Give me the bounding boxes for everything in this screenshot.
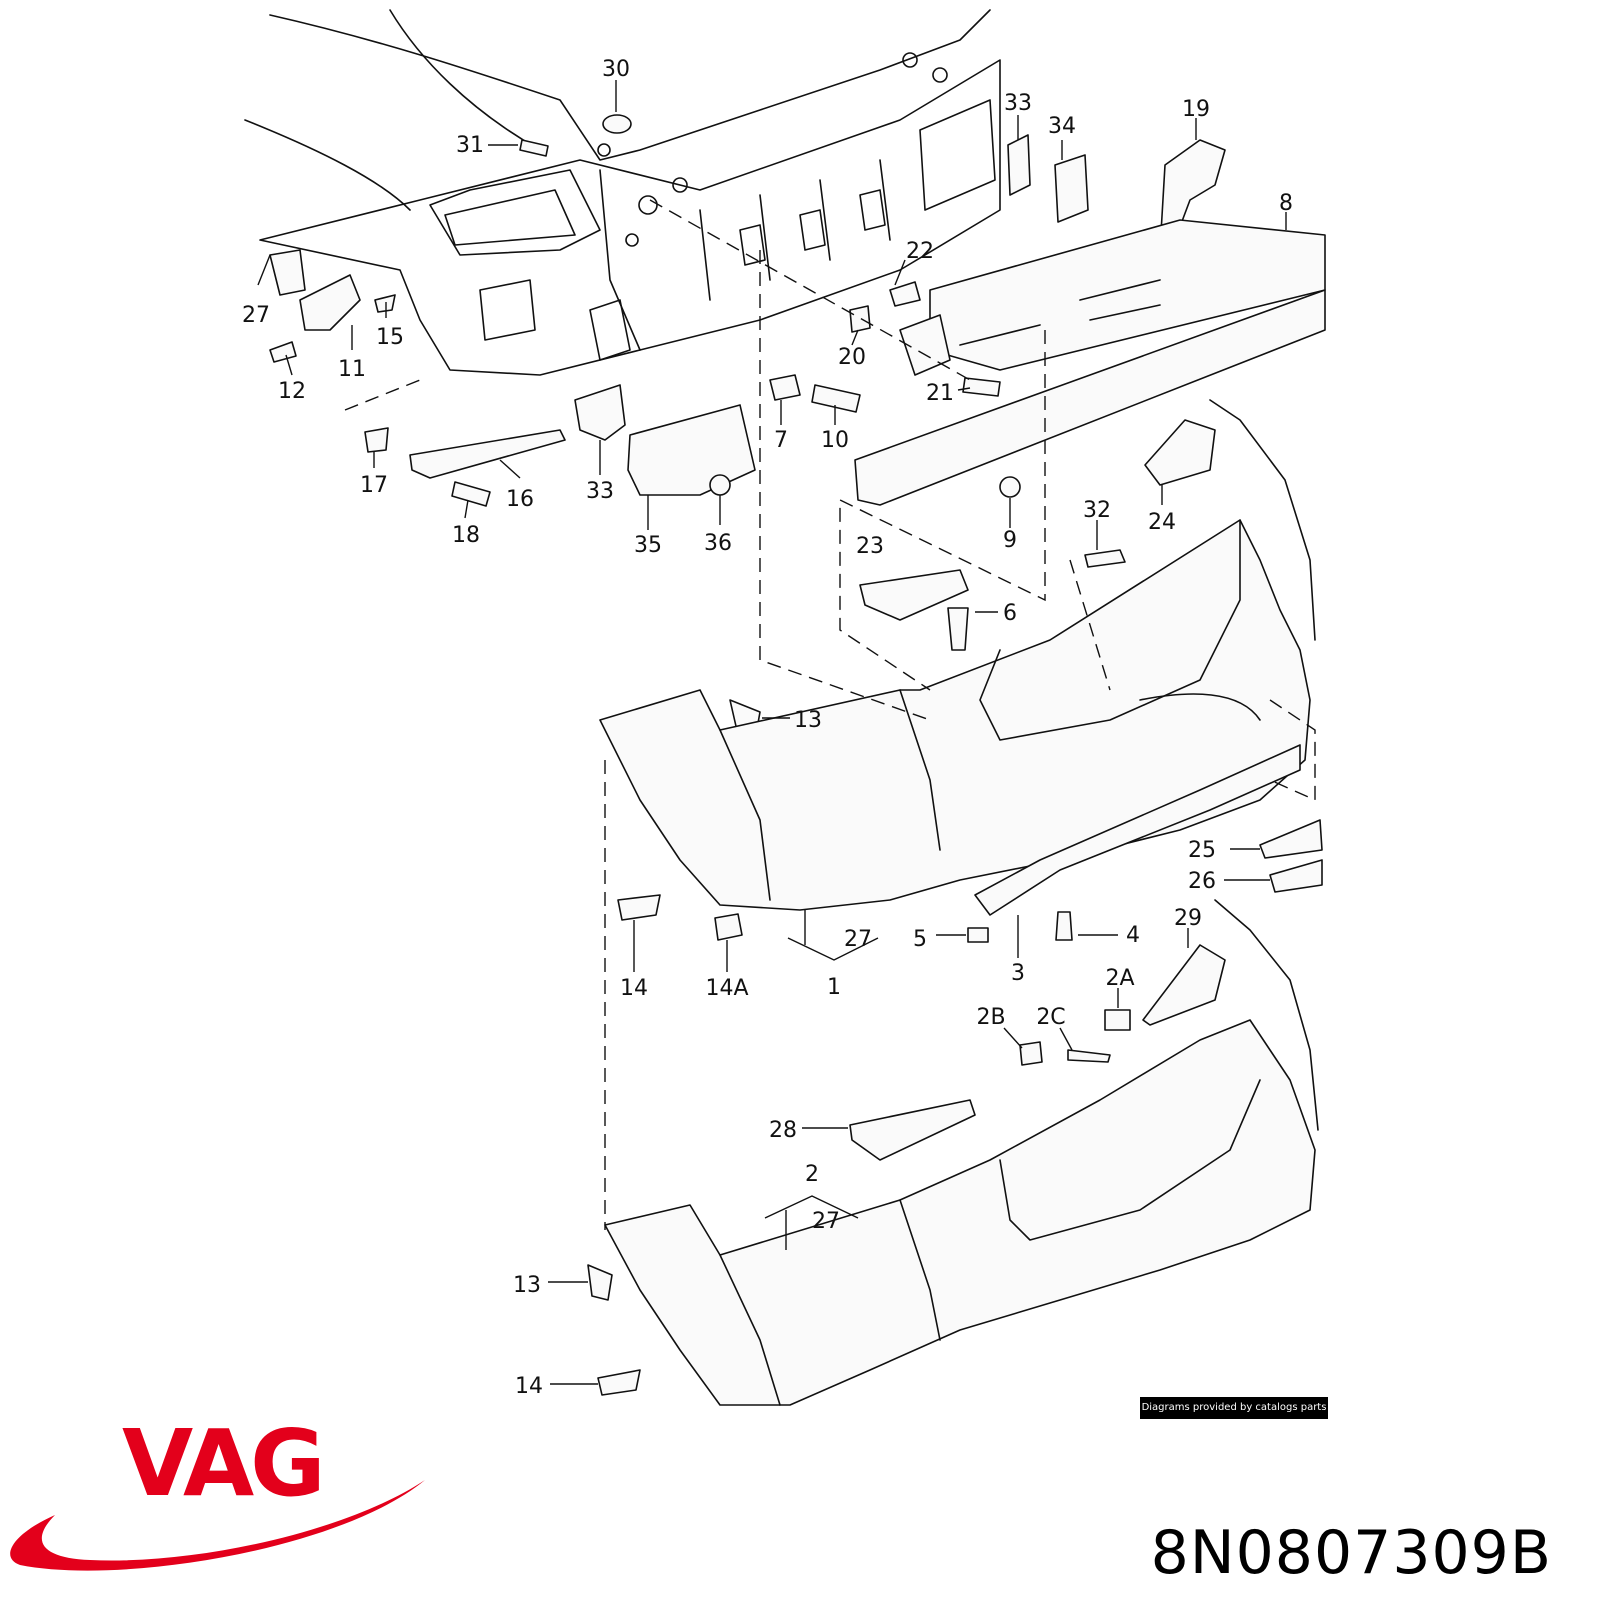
body-shell <box>244 9 1001 376</box>
callout-36: 36 <box>704 531 732 556</box>
callout-20: 20 <box>838 345 866 370</box>
bracket-24 <box>1144 419 1216 486</box>
callout-13a: 13 <box>794 708 822 733</box>
callout-26: 26 <box>1188 869 1216 894</box>
clip-22 <box>889 281 921 307</box>
screw-4 <box>1055 911 1073 941</box>
callout-27a: 27 <box>242 303 270 328</box>
callout-6: 6 <box>1003 601 1017 626</box>
callout-33a: 33 <box>1004 91 1032 116</box>
callout-14A: 14A <box>705 976 748 1001</box>
callout-28: 28 <box>769 1118 797 1143</box>
callout-2A: 2A <box>1105 966 1134 991</box>
nut-36 <box>709 474 731 496</box>
callout-25: 25 <box>1188 838 1216 863</box>
guide-16 <box>409 429 566 479</box>
callout-29: 29 <box>1174 906 1202 931</box>
bracket-28 <box>849 1099 976 1161</box>
callout-7: 7 <box>774 428 788 453</box>
callout-1: 1 <box>827 975 841 1000</box>
screw-14-top <box>617 894 661 921</box>
callout-21: 21 <box>926 381 954 406</box>
rivet-2C <box>1067 1049 1111 1063</box>
callout-4: 4 <box>1126 923 1140 948</box>
callout-30: 30 <box>602 57 630 82</box>
screw-14-bottom <box>597 1369 641 1396</box>
screw-13-bottom <box>587 1264 613 1301</box>
small-parts <box>269 114 1326 1396</box>
bracket-35 <box>627 404 756 496</box>
vag-logo-swoosh <box>10 1480 426 1571</box>
callout-3: 3 <box>1011 961 1025 986</box>
guide-11 <box>299 274 361 331</box>
callout-24: 24 <box>1148 510 1176 535</box>
rivet-20 <box>849 305 871 333</box>
callout-22: 22 <box>906 239 934 264</box>
callout-2C: 2C <box>1036 1005 1065 1030</box>
nut-5 <box>967 927 989 943</box>
callout-14b: 14 <box>515 1374 543 1399</box>
clip-27 <box>269 249 306 296</box>
screw-21 <box>962 377 1001 397</box>
bumper-beam-8 <box>854 289 1326 506</box>
callout-17: 17 <box>360 473 388 498</box>
nut-9 <box>999 476 1021 498</box>
callout-27b: 27 <box>844 927 872 952</box>
callout-2B: 2B <box>976 1005 1005 1030</box>
vag-logo: VAG <box>10 1410 426 1571</box>
callout-31: 31 <box>456 133 484 158</box>
callout-34: 34 <box>1048 114 1076 139</box>
screw-32 <box>1084 549 1126 568</box>
assembly-lines <box>344 199 1316 1230</box>
callout-19: 19 <box>1182 97 1210 122</box>
callout-27c: 27 <box>812 1209 840 1234</box>
cover-25 <box>1259 819 1323 859</box>
callout-23: 23 <box>856 534 884 559</box>
callout-15: 15 <box>376 325 404 350</box>
expanding-rivet-15 <box>374 294 396 313</box>
callout-8: 8 <box>1279 191 1293 216</box>
callout-5: 5 <box>913 927 927 952</box>
callout-2: 2 <box>805 1162 819 1187</box>
vag-logo-wordmark: VAG <box>122 1410 322 1517</box>
clip-31 <box>519 139 549 157</box>
callout-16: 16 <box>506 487 534 512</box>
callout-12: 12 <box>278 379 306 404</box>
clip-2B <box>1019 1041 1043 1066</box>
gasket-33-top <box>1007 134 1031 196</box>
leader-lines <box>257 80 1287 1385</box>
callout-33b: 33 <box>586 479 614 504</box>
nut-14A <box>714 913 743 941</box>
part-number: 8N0807309B <box>1150 1518 1552 1588</box>
callout-9: 9 <box>1003 528 1017 553</box>
screw-6 <box>947 607 969 651</box>
screw-12 <box>269 341 297 363</box>
bracket-29 <box>1142 944 1226 1026</box>
bumper-cover-1 <box>599 399 1316 916</box>
spacer-2A <box>1104 1009 1131 1031</box>
callout-35: 35 <box>634 533 662 558</box>
callout-32: 32 <box>1083 498 1111 523</box>
cover-26 <box>1269 859 1323 893</box>
callout-18: 18 <box>452 523 480 548</box>
bumper-cover-2 <box>604 899 1319 1406</box>
screw-18 <box>451 481 491 507</box>
plate-34 <box>1054 154 1089 223</box>
spoiler-3 <box>974 744 1301 916</box>
callout-13b: 13 <box>513 1273 541 1298</box>
clip-7 <box>769 374 801 401</box>
rivet-17 <box>364 427 389 453</box>
diagram-credit: Diagrams provided by catalogs parts <box>1140 1397 1328 1419</box>
bolt-10 <box>811 384 861 413</box>
bracket-20 <box>899 314 951 376</box>
callout-10: 10 <box>821 428 849 453</box>
callout-14a: 14 <box>620 976 648 1001</box>
callout-11: 11 <box>338 357 366 382</box>
gasket-33-lower <box>574 384 626 441</box>
bracket-23 <box>859 569 969 621</box>
grommet-30 <box>602 114 632 134</box>
